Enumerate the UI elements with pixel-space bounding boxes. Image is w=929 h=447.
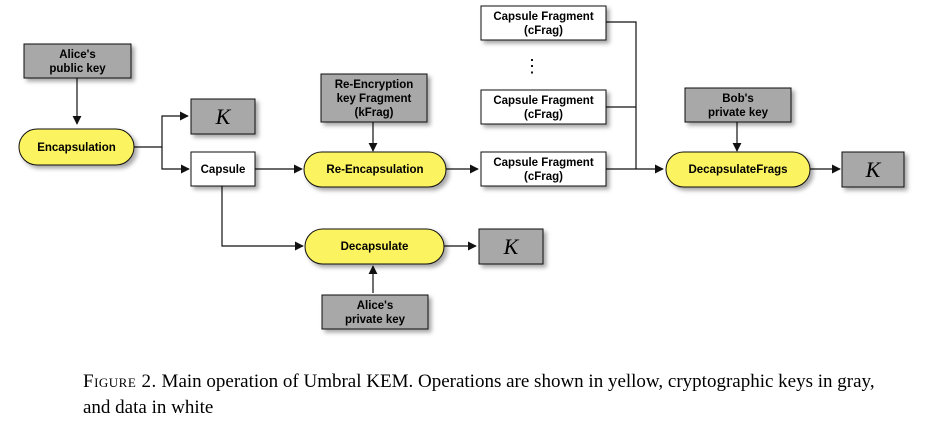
capsule-label: Capsule [201,164,246,176]
k-top-node: K [190,98,256,135]
connectors [72,21,841,293]
alice-private-key-node: Alice's private key [321,294,429,330]
rekey-fragment-line3: (kFrag) [355,107,394,119]
decapsulate-label: Decapsulate [341,241,409,253]
re-encapsulation-label: Re-Encapsulation [326,164,423,176]
bob-private-key-line2: private key [708,107,769,119]
alice-public-key-line2: public key [49,63,106,75]
figure-caption-text: Main operation of Umbral KEM. Operations… [83,371,875,418]
rekey-fragment-line1: Re-Encryption [335,79,414,91]
cfrag-node-2: Capsule Fragment (cFrag) [480,89,607,125]
encapsulation-node: Encapsulation [18,128,135,166]
decapsulate-frags-node: DecapsulateFrags [665,151,811,188]
cfrag-2-line2: (cFrag) [524,109,563,121]
encapsulation-label: Encapsulation [37,142,116,154]
cfrag-3-line1: Capsule Fragment [493,157,593,169]
alice-public-key-line1: Alice's [59,49,96,61]
decapsulate-node: Decapsulate [304,228,445,265]
line-cfrag-top-merge [606,21,637,169]
re-encapsulation-node: Re-Encapsulation [303,151,447,188]
arrow-capsule-to-decapsulate [221,186,304,251]
cfrag-ellipsis: ⋮ [523,56,541,76]
k-right-node: K [841,151,905,188]
umbral-kem-diagram: Alice's public key Encapsulation K Capsu… [18,5,905,330]
cfrag-node-3: Capsule Fragment (cFrag) [480,151,607,187]
decapsulate-frags-label: DecapsulateFrags [688,164,787,176]
arrow-encapsulation-to-capsule [161,147,190,174]
k-top-label: K [215,104,232,129]
alice-private-key-line2: private key [345,314,406,326]
alice-private-key-line1: Alice's [357,300,394,312]
bob-private-key-line1: Bob's [722,93,754,105]
k-right-label: K [865,157,882,182]
k-bottom-node: K [478,228,544,265]
capsule-node: Capsule [190,151,256,187]
rekey-fragment-line2: key Fragment [337,93,412,105]
rekey-fragment-node: Re-Encryption key Fragment (kFrag) [320,73,428,123]
cfrag-2-line1: Capsule Fragment [493,95,593,107]
figure-caption-label: Figure 2. [83,371,157,392]
alice-public-key-node: Alice's public key [23,43,132,79]
k-bottom-label: K [503,234,520,259]
cfrag-1-line2: (cFrag) [524,25,563,37]
cfrag-1-line1: Capsule Fragment [493,11,593,23]
figure-caption: Figure 2. Main operation of Umbral KEM. … [83,369,883,421]
cfrag-node-1: Capsule Fragment (cFrag) [480,5,607,41]
cfrag-3-line2: (cFrag) [524,171,563,183]
bob-private-key-node: Bob's private key [684,87,792,123]
arrow-encapsulation-to-k [134,111,189,148]
